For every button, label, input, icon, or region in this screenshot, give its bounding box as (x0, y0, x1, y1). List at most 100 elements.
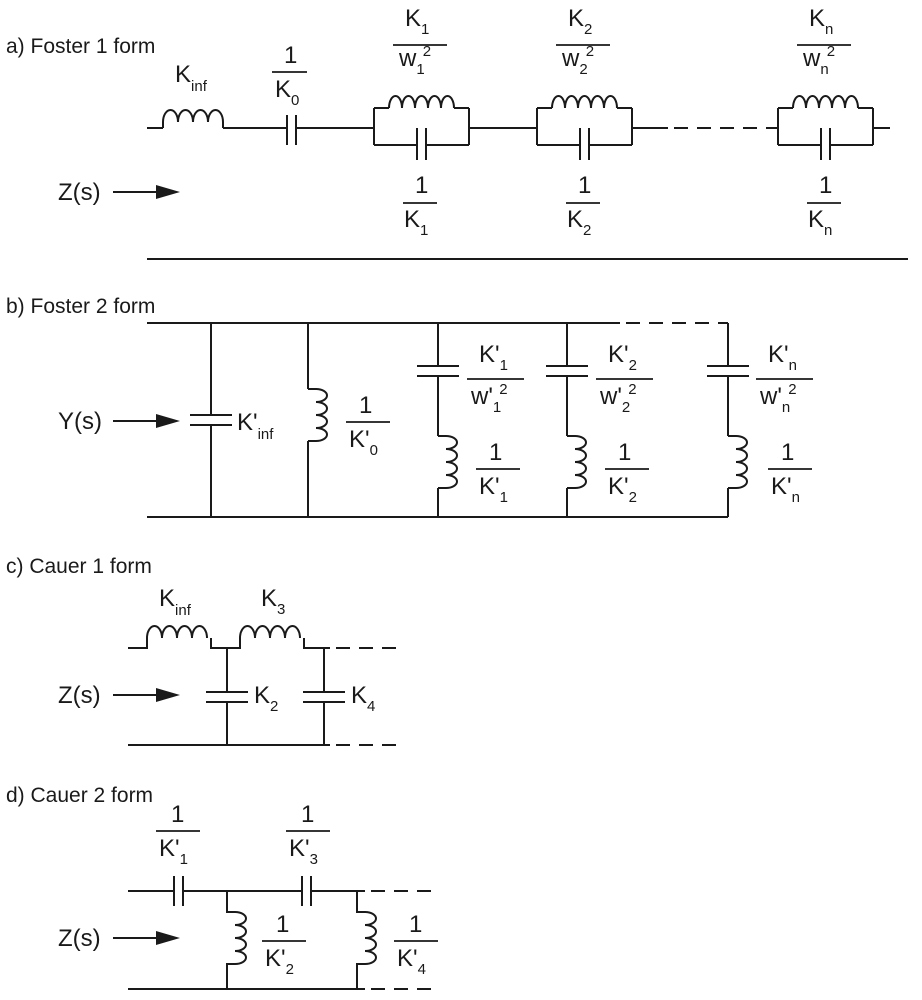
foster2-cinf-label: K'inf (237, 409, 274, 443)
foster1-tank-2-inductor (551, 95, 618, 109)
svg-text:1: 1 (359, 392, 372, 419)
cauer1-c1-branch (206, 648, 248, 745)
cauer2-l1-branch (226, 891, 247, 989)
foster2-title: b) Foster 2 form (6, 295, 155, 318)
foster1-tank-2-cap-label: 1 K2 (566, 172, 600, 239)
foster1-kinf-inductor (162, 109, 224, 123)
foster1-kinf-label: Kinf (175, 61, 208, 95)
svg-text:1: 1 (284, 42, 297, 69)
foster2-input-arrowhead (156, 414, 180, 428)
svg-text:K'1: K'1 (479, 473, 508, 506)
foster1-tank-1-inductor-label: K1 w12 (393, 5, 447, 78)
cauer2-l2-inductor (364, 911, 377, 965)
foster1-tank-1-inductor (388, 95, 455, 109)
cauer1-top-wire (128, 638, 330, 649)
foster2-branch-2 (546, 323, 588, 517)
foster2-branch-n-cap-label: K'n w'n2 (756, 341, 813, 416)
cauer2-c1-label: 1 K'1 (156, 801, 200, 868)
svg-text:Kn: Kn (809, 5, 833, 38)
foster2-branch-n (707, 323, 749, 517)
svg-text:w'n2: w'n2 (759, 381, 797, 416)
foster2-input-label: Y(s) (58, 408, 102, 435)
svg-text:1: 1 (409, 911, 422, 938)
foster2-branch-n-ind-label: 1 K'n (768, 439, 812, 506)
cauer2-l2-label: 1 K'4 (394, 911, 438, 978)
svg-text:Kn: Kn (808, 206, 832, 239)
cauer1-l2-inductor (239, 625, 301, 639)
cauer2-section: d) Cauer 2 form Z(s) 1 K'1 1 K'3 (6, 784, 438, 990)
svg-text:K'2: K'2 (265, 945, 294, 978)
foster1-wire-a (162, 122, 287, 129)
svg-text:w'22: w'22 (599, 381, 637, 416)
cauer1-input-label: Z(s) (58, 682, 101, 709)
cauer1-c2-label: K4 (351, 682, 375, 715)
foster1-section: a) Foster 1 form (6, 5, 908, 260)
svg-text:K'0: K'0 (349, 426, 378, 459)
cauer1-c1-label: K2 (254, 682, 278, 715)
foster2-l0-label: 1 K'0 (346, 392, 390, 459)
svg-text:1: 1 (781, 439, 794, 466)
svg-text:1: 1 (618, 439, 631, 466)
svg-text:K1: K1 (404, 206, 428, 239)
svg-text:K'3: K'3 (289, 835, 318, 868)
svg-text:1: 1 (415, 172, 428, 199)
foster1-tank-2-wires (536, 107, 633, 146)
foster2-branch-1-inductor (445, 435, 458, 489)
svg-text:wn2: wn2 (802, 43, 835, 78)
cauer2-l1-inductor (234, 911, 247, 965)
foster2-branch-2-ind-label: 1 K'2 (605, 439, 649, 506)
foster2-branch-n-inductor (735, 435, 748, 489)
svg-text:1: 1 (578, 172, 591, 199)
svg-text:K2: K2 (567, 206, 591, 239)
cauer1-l2-label: K3 (261, 585, 285, 618)
foster1-input-label: Z(s) (58, 179, 101, 206)
cauer2-input-label: Z(s) (58, 925, 101, 952)
foster1-tank-1 (373, 95, 470, 160)
cauer2-title: d) Cauer 2 form (6, 784, 153, 807)
svg-text:K'2: K'2 (608, 341, 637, 374)
cauer1-section: c) Cauer 1 form Z(s) Kinf K3 K2 K4 (6, 555, 404, 746)
svg-text:1: 1 (301, 801, 314, 828)
svg-text:w12: w12 (398, 43, 431, 78)
foster1-tank-n-wires (777, 107, 874, 146)
svg-text:K'1: K'1 (479, 341, 508, 374)
foster1-input-arrowhead (156, 185, 180, 199)
foster1-tank-1-cap-label: 1 K1 (403, 172, 437, 239)
foster1-tank-n-inductor-label: Kn wn2 (797, 5, 851, 78)
foster2-branch-1-cap-label: K'1 w'12 (467, 341, 524, 416)
svg-text:K2: K2 (568, 5, 592, 38)
foster2-branch-1-ind-label: 1 K'1 (476, 439, 520, 506)
cauer2-l1-label: 1 K'2 (262, 911, 306, 978)
cauer1-l1-label: Kinf (159, 585, 192, 619)
foster2-cinf-branch (190, 323, 232, 517)
svg-text:w'12: w'12 (470, 381, 508, 416)
foster2-l0-branch (307, 323, 328, 517)
svg-text:1: 1 (276, 911, 289, 938)
svg-text:1: 1 (819, 172, 832, 199)
cauer1-input-arrowhead (156, 688, 180, 702)
svg-text:K'n: K'n (771, 473, 800, 506)
svg-text:K1: K1 (405, 5, 429, 38)
foster1-tank-1-wires (373, 107, 470, 146)
foster1-tank-n-inductor (792, 95, 859, 109)
svg-text:K'2: K'2 (608, 473, 637, 506)
cauer2-c2-label: 1 K'3 (286, 801, 330, 868)
cauer1-title: c) Cauer 1 form (6, 555, 152, 578)
cauer2-input-arrowhead (156, 931, 180, 945)
foster1-tank-n (777, 95, 874, 160)
svg-text:K'1: K'1 (159, 835, 188, 868)
foster2-l0-inductor (315, 388, 328, 442)
svg-text:K0: K0 (275, 76, 299, 109)
foster2-branch-2-cap-label: K'2 w'22 (596, 341, 653, 416)
svg-text:1: 1 (171, 801, 184, 828)
svg-text:K'4: K'4 (397, 945, 426, 978)
svg-text:K'n: K'n (768, 341, 797, 374)
svg-text:1: 1 (489, 439, 502, 466)
foster2-branch-1 (417, 323, 459, 517)
foster2-section: b) Foster 2 form (6, 295, 813, 518)
foster1-tank-2 (536, 95, 633, 160)
svg-text:w22: w22 (561, 43, 594, 78)
cauer2-l2-branch (356, 891, 377, 989)
